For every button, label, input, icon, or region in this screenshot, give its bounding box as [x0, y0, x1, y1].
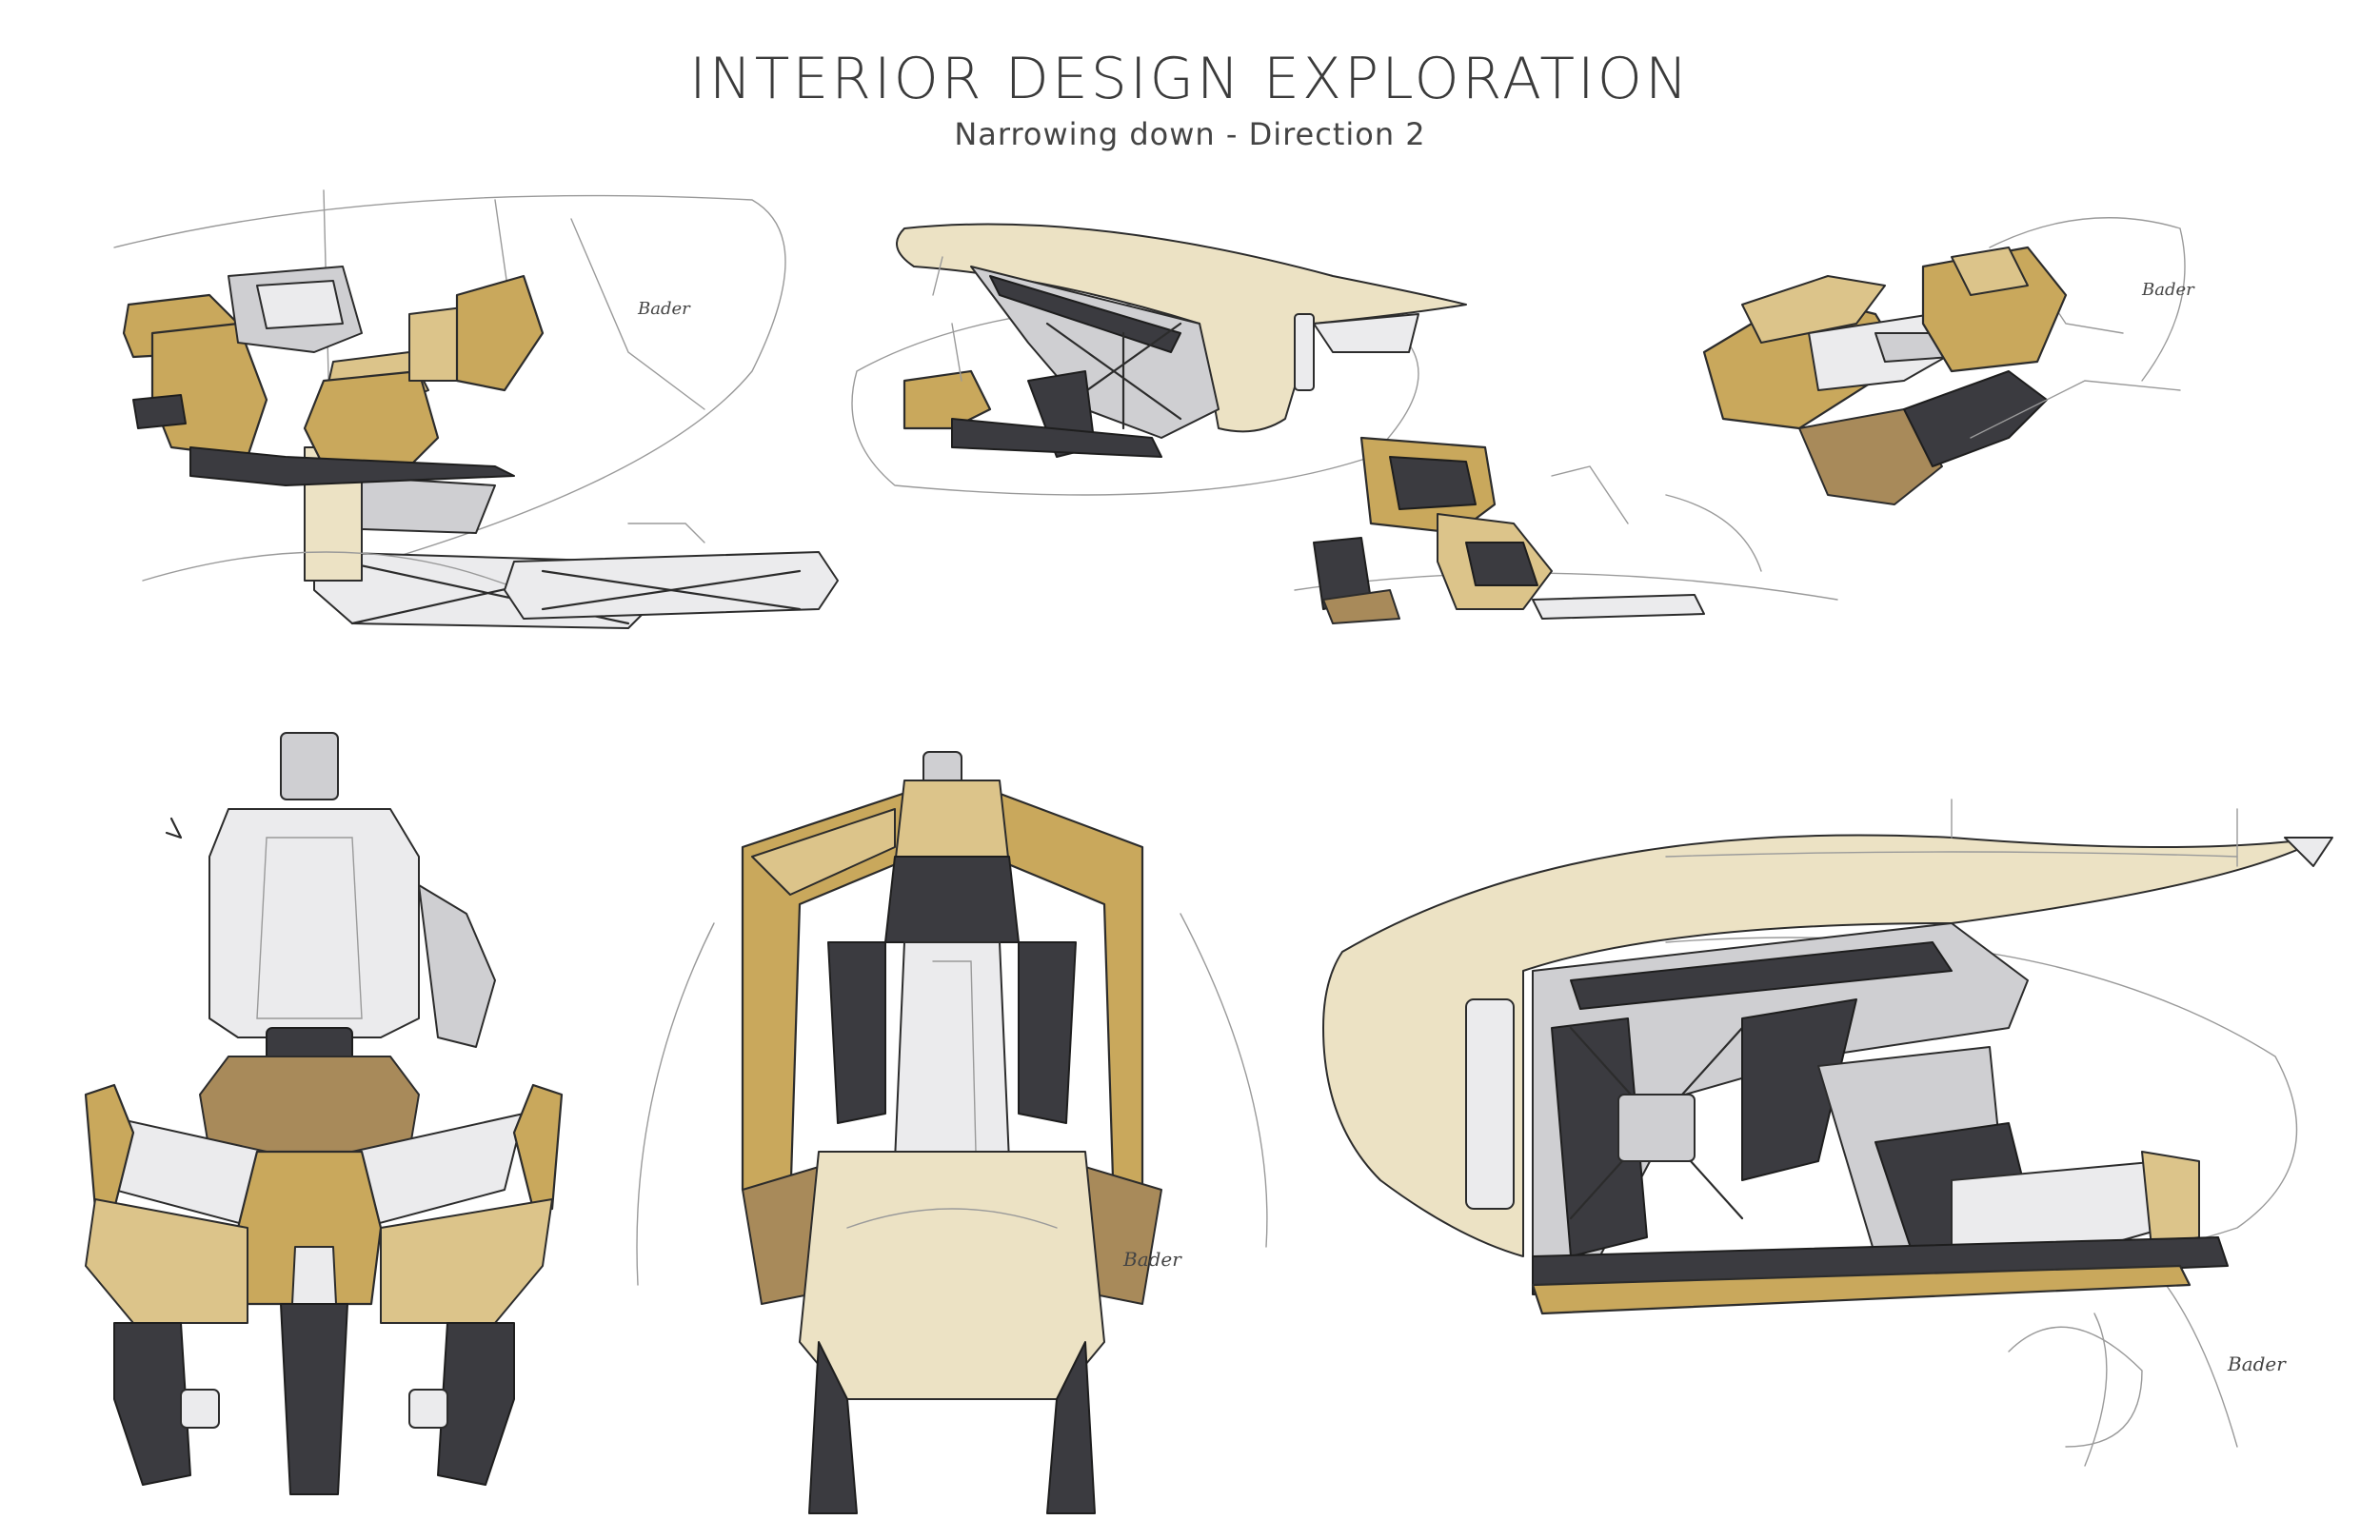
sketch-cockpit-front-view: Bader: [609, 751, 1295, 1514]
page-title: INTERIOR DESIGN EXPLORATION: [689, 46, 1691, 112]
svg-text:Bader: Bader: [637, 299, 691, 319]
sketch-cockpit-side-view-large: Bader: [1285, 780, 2342, 1504]
sketch-cockpit-canopy: [838, 200, 1485, 523]
svg-text:Bader: Bader: [1122, 1248, 1182, 1271]
sketch-seat-side-low: [1266, 419, 1856, 638]
svg-text:Bader: Bader: [2227, 1352, 2287, 1375]
sketch-seat-top-view: [76, 732, 571, 1513]
svg-text:Bader: Bader: [2141, 280, 2195, 300]
sketch-seat-perspective-left: Bader: [95, 162, 857, 657]
page-subtitle: Narrowing down - Direction 2: [954, 116, 1426, 152]
sketch-seat-perspective-right: Bader: [1685, 190, 2237, 533]
